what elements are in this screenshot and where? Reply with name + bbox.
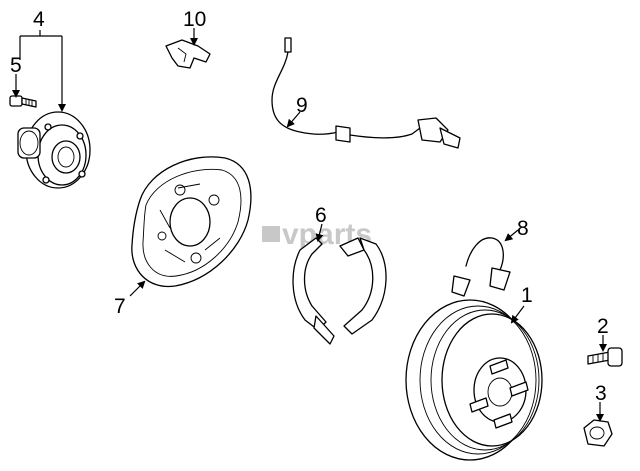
watermark-mark-icon: [262, 226, 280, 242]
callout-5: 5: [10, 54, 22, 77]
callout-2: 2: [597, 315, 609, 338]
callout-6: 6: [315, 204, 327, 227]
callout-4: 4: [33, 8, 45, 31]
lug-nut: [583, 419, 613, 447]
abs-sensor-harness: [271, 37, 461, 149]
callout-8: 8: [517, 217, 529, 240]
callout-3: 3: [595, 382, 607, 405]
wheel-stud: [587, 347, 623, 367]
brake-shoe-set: [292, 237, 387, 345]
brake-hose: [451, 237, 511, 297]
callout-9: 9: [296, 94, 308, 117]
callout-10: 10: [183, 8, 206, 31]
retaining-clip: [165, 39, 211, 69]
callout-1: 1: [521, 284, 533, 307]
hub-bearing-assembly: [17, 111, 91, 189]
callout-7: 7: [114, 295, 126, 318]
hub-bolt: [9, 95, 37, 108]
brake-backing-plate: [131, 156, 252, 288]
leader-lines: [12, 28, 607, 422]
brake-drum: [405, 299, 543, 461]
callout-labels: 4 5 10 9 7 6 8 1 2 3: [10, 8, 609, 405]
